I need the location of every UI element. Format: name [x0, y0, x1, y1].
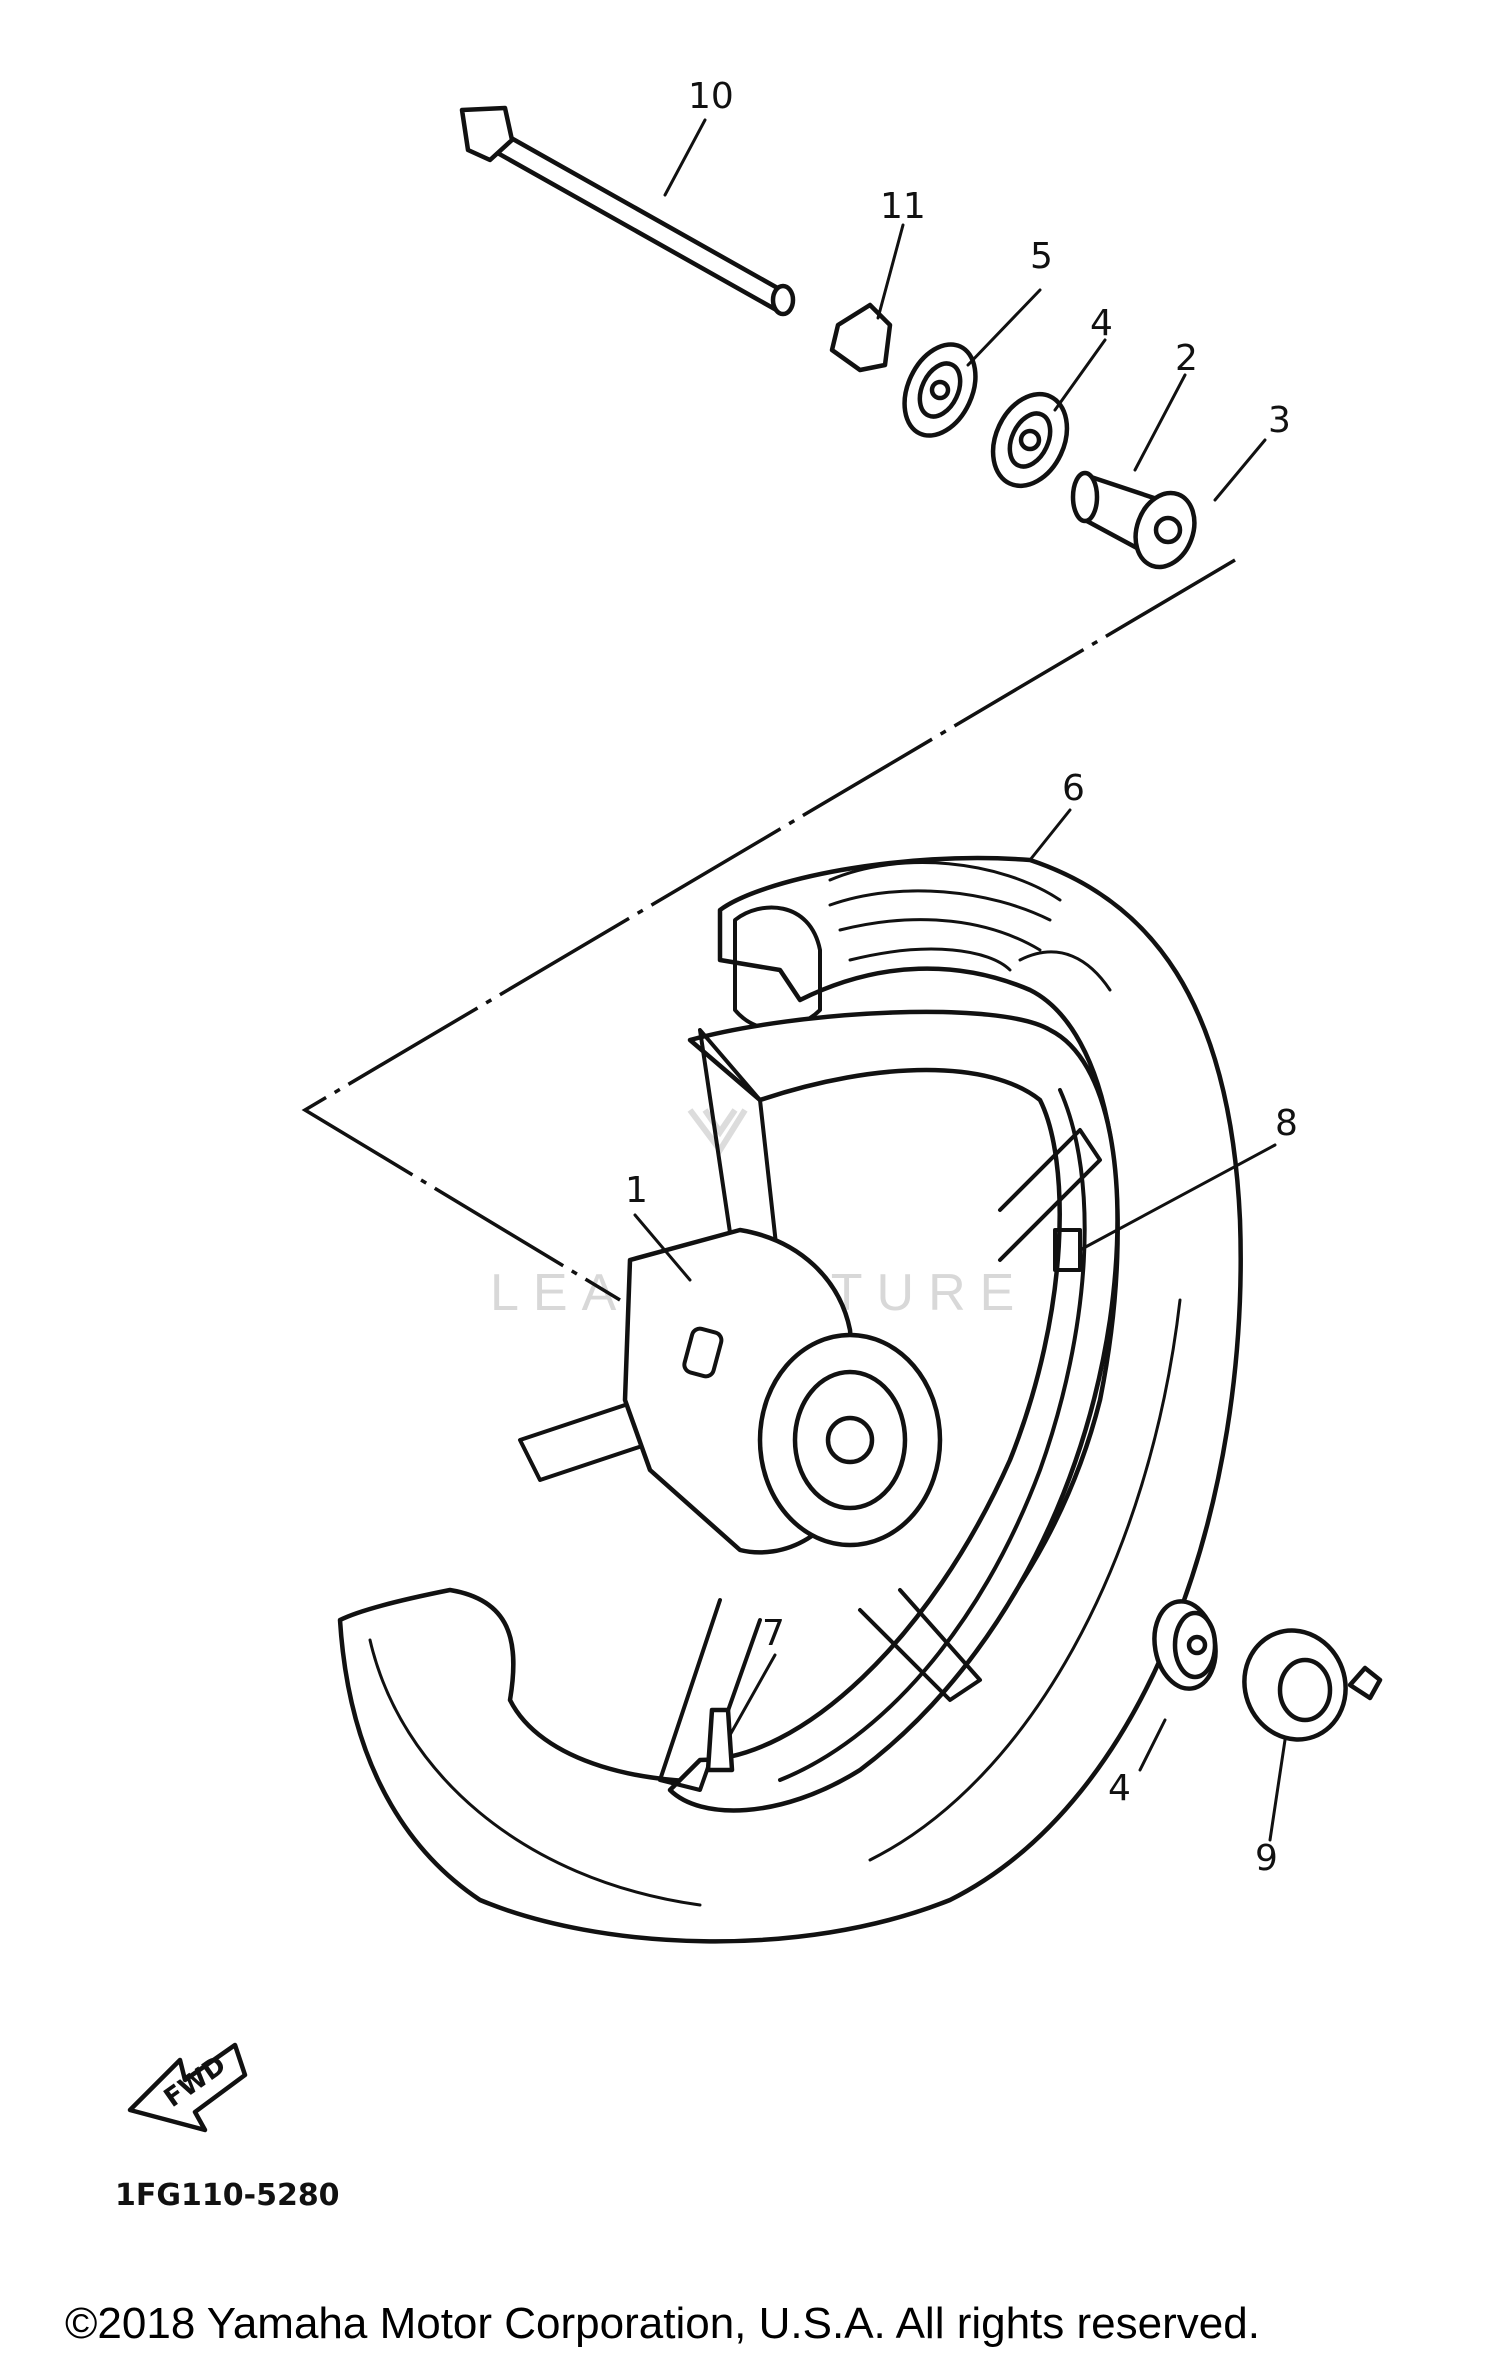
- fwd-arrow: FWD: [127, 2042, 248, 2133]
- copyright-notice: ©2018 Yamaha Motor Corporation, U.S.A. A…: [65, 2299, 1260, 2348]
- label-part-4-lower: 4: [1108, 1768, 1131, 1809]
- label-part-7: 7: [762, 1613, 785, 1654]
- label-part-1: 1: [625, 1170, 648, 1211]
- bearing-5: [902, 342, 978, 438]
- label-part-6: 6: [1062, 768, 1085, 809]
- part-labels: 10 11 5 4 2 3 6 8 1 7 4 9: [625, 76, 1298, 1879]
- assembly-line: [301, 558, 1236, 1302]
- label-part-5: 5: [1030, 236, 1053, 277]
- label-part-10: 10: [688, 76, 734, 117]
- label-part-3: 3: [1268, 400, 1291, 441]
- bearing-4-lower: [1152, 1599, 1218, 1691]
- label-part-2: 2: [1175, 338, 1198, 379]
- label-part-9: 9: [1255, 1838, 1278, 1879]
- hub-cover: [1242, 1628, 1383, 1742]
- bearing-4-upper: [990, 391, 1070, 489]
- label-part-11: 11: [880, 186, 926, 227]
- wheel: [518, 1009, 1120, 1813]
- diagram-code: 1FG110-5280: [115, 2178, 340, 2213]
- axle: [459, 105, 796, 317]
- collar: [829, 302, 893, 373]
- valve: [705, 1707, 735, 1773]
- label-part-8: 8: [1275, 1103, 1298, 1144]
- spacer: [1070, 470, 1197, 570]
- tire: [337, 855, 1243, 1944]
- label-part-4-upper: 4: [1090, 303, 1113, 344]
- leader-lines: [633, 118, 1287, 1842]
